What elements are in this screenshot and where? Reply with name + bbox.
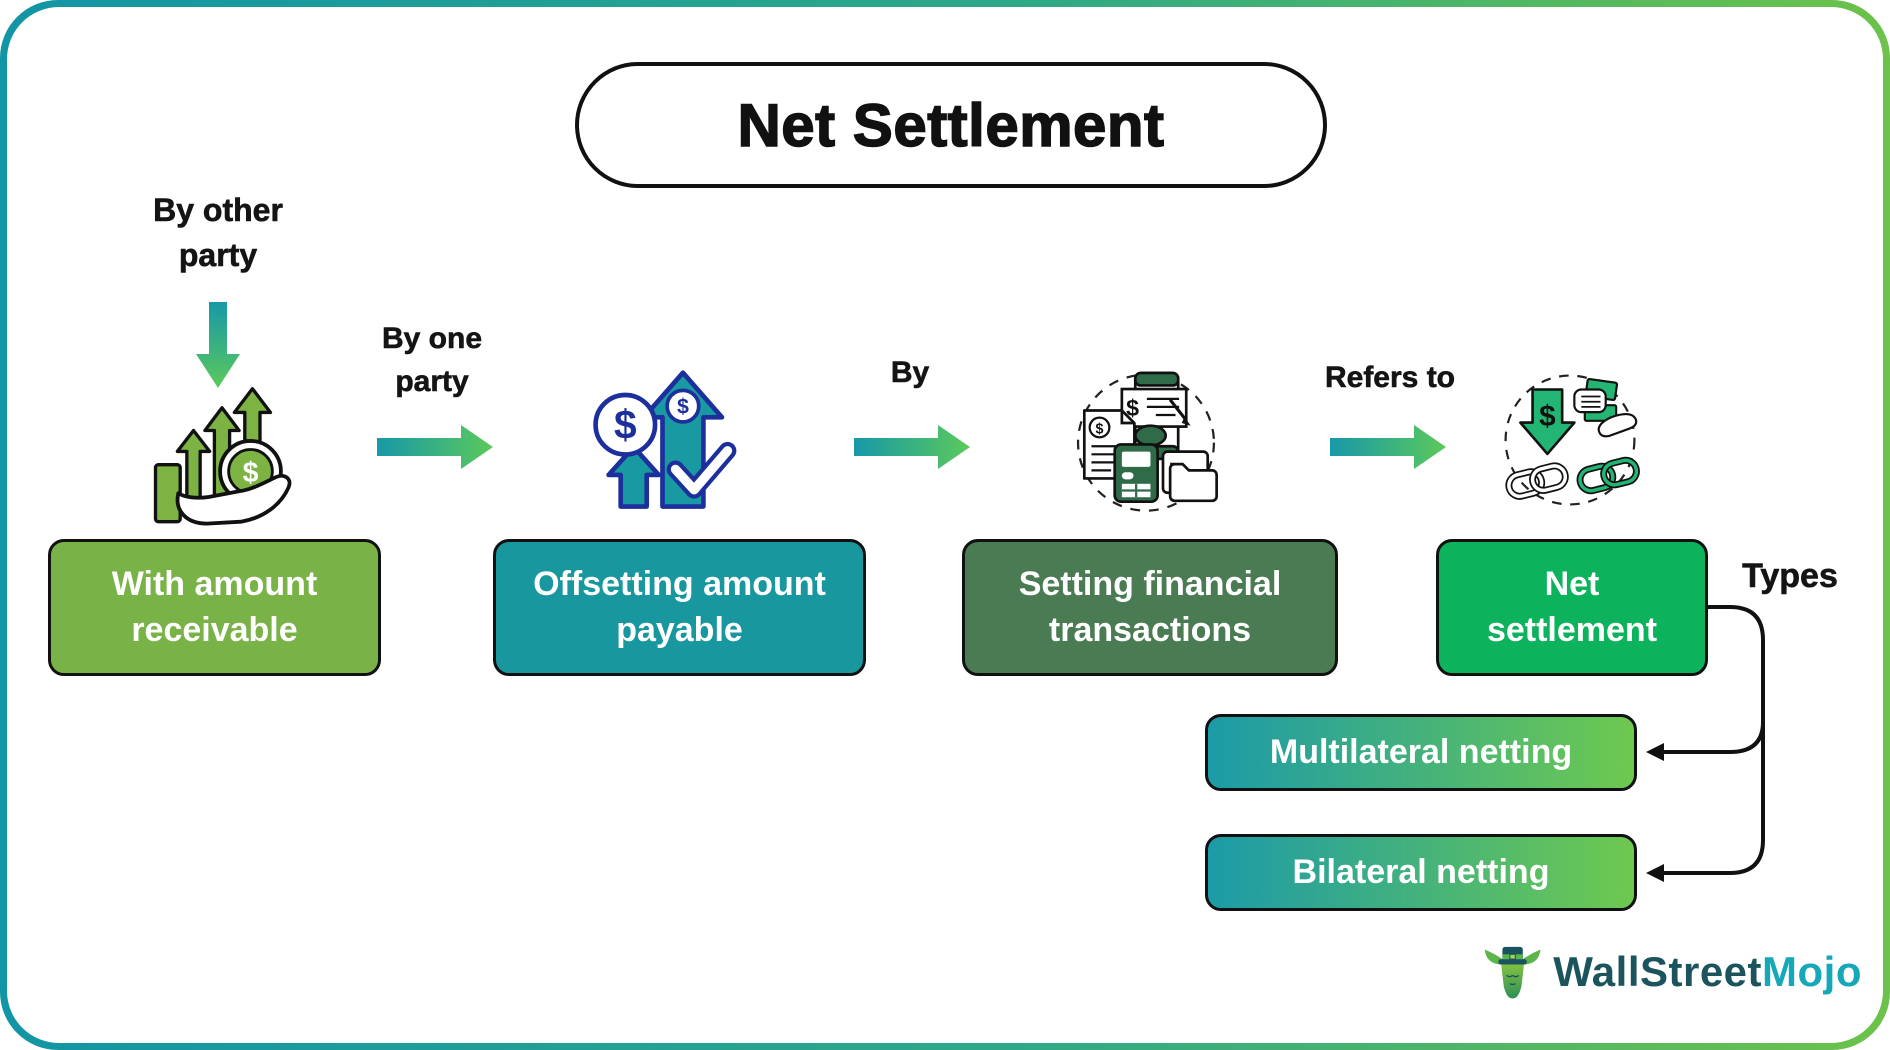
box-multilateral-netting: Multilateral netting (1205, 714, 1637, 791)
box-with-amount-receivable: With amount receivable (48, 539, 381, 676)
logo-wordmark: WallStreetMojo (1553, 948, 1862, 996)
svg-text:$: $ (614, 402, 637, 448)
right-arrow-icon (854, 425, 970, 469)
entry-label: By other party (153, 192, 283, 274)
right-arrow-icon (377, 425, 493, 469)
payment-broken-chain-icon: $ (1504, 374, 1640, 506)
svg-text:$: $ (1539, 400, 1556, 433)
arrow-label-refers-to: Refers to (1324, 361, 1456, 395)
wallstreetmojo-logo: WallStreetMojo (1482, 924, 1862, 1020)
box-offsetting-amount-payable: Offsetting amount payable (493, 539, 866, 676)
box-label: Net settlement (1486, 564, 1658, 649)
types-label: Types (1742, 557, 1838, 596)
box-label: Bilateral netting (1292, 853, 1550, 891)
box-bilateral-netting: Bilateral netting (1205, 834, 1637, 911)
box-label: Offsetting amount payable (533, 564, 826, 649)
box-label: Setting financial transactions (1018, 564, 1282, 649)
types-connector-line (1646, 605, 1765, 882)
logo-text-primary: WallStreet (1553, 948, 1763, 995)
svg-text:$: $ (243, 457, 259, 489)
bull-with-top-hat-icon (1484, 946, 1541, 999)
box-label: With amount receivable (111, 564, 318, 649)
hand-receiving-growth-arrows-icon: $ (153, 387, 292, 526)
svg-text:$: $ (1126, 395, 1139, 421)
title-pill: Net Settlement (575, 62, 1327, 188)
down-arrow-icon (196, 302, 240, 388)
invoice-calculator-folder-icon: $ $ (1076, 371, 1218, 512)
svg-text:$: $ (677, 395, 689, 419)
arrow-label-by-one-party: By one party (381, 322, 483, 398)
box-setting-financial-transactions: Setting financial transactions (962, 539, 1338, 676)
arrow-label-by: By (890, 356, 930, 390)
box-label: Multilateral netting (1269, 733, 1573, 771)
right-arrow-icon (1330, 425, 1446, 469)
box-net-settlement: Net settlement (1436, 539, 1708, 676)
svg-text:$: $ (1096, 422, 1104, 438)
logo-text-secondary: Mojo (1762, 948, 1862, 995)
page-title: Net Settlement (737, 91, 1165, 160)
up-arrows-dollar-check-icon: $ $ (593, 370, 737, 509)
